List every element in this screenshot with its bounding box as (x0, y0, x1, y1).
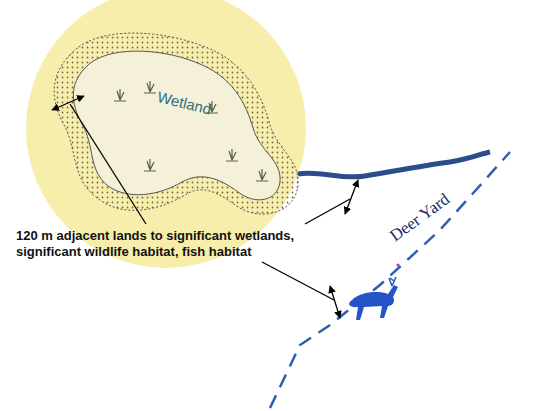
deer-yard-boundary (270, 152, 510, 408)
marsh-symbols (114, 81, 268, 181)
buffer-note: 120 m adjacent lands to significant wetl… (16, 228, 316, 260)
stream (298, 152, 490, 177)
deer-yard-label: Deer Yard (386, 189, 454, 246)
deer-icon (349, 264, 399, 321)
leader-lines (70, 104, 350, 300)
wetland-band (54, 33, 298, 214)
wetland-area (73, 51, 280, 200)
buffer-circle (26, 0, 306, 268)
dimension-arrows (52, 96, 358, 318)
wetland-region: Wetland (160, 88, 215, 105)
